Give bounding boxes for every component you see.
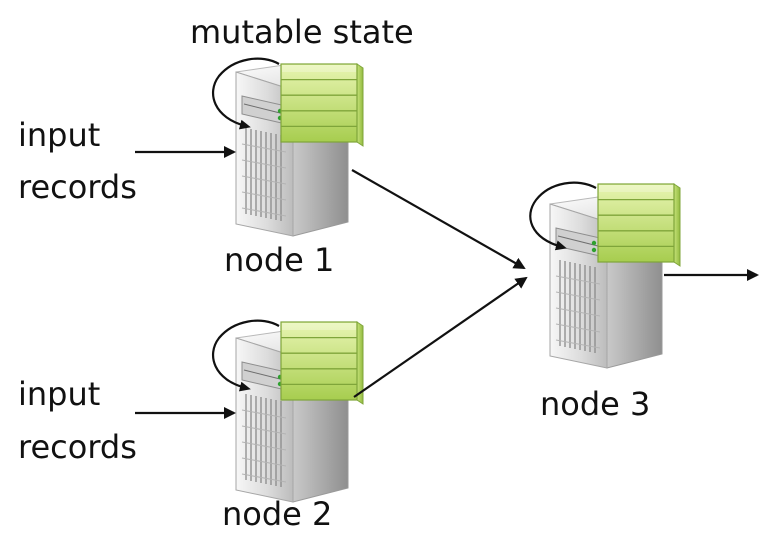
edge-node-1-to-node-3 xyxy=(351,169,526,269)
self-loop-arrow-1 xyxy=(212,57,280,130)
node-3-label: node 3 xyxy=(540,385,651,423)
input-label-node-1-line-1: input xyxy=(18,116,101,154)
mutable-state-label: mutable state xyxy=(190,13,414,51)
state-stack-icon xyxy=(597,183,681,267)
state-stack-icon xyxy=(280,63,364,147)
input-label-node-2-line-2: records xyxy=(18,428,137,466)
node-1 xyxy=(212,57,364,237)
input-label-node-1-line-2: records xyxy=(18,168,137,206)
self-loop-arrow-3 xyxy=(529,181,597,251)
node-2 xyxy=(212,319,364,503)
edge-node-2-to-node-3 xyxy=(353,276,528,398)
input-label-node-2-line-1: input xyxy=(18,375,101,413)
state-stack-icon xyxy=(280,321,364,405)
node-2-label: node 2 xyxy=(222,495,333,533)
self-loop-arrow-2 xyxy=(212,319,280,392)
node-3 xyxy=(529,181,681,369)
node-1-label: node 1 xyxy=(224,241,335,279)
